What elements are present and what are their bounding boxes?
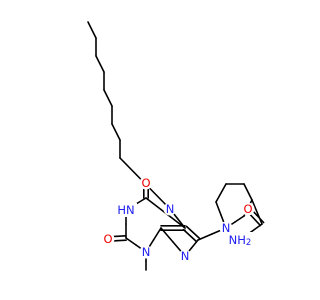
bond-c2-n3-a — [125, 237, 137, 246]
bond-a5-a6 — [103, 89, 113, 107]
atom-n7: N — [163, 202, 177, 216]
atom-o-left: O — [101, 232, 115, 246]
bond-c8-n9-a — [190, 239, 199, 249]
svg-text:N: N — [142, 245, 151, 259]
bond-cam-nam-a — [250, 223, 263, 233]
atom-n1-hn: HN — [116, 203, 137, 217]
bond-c2-o2-a — [116, 239, 127, 242]
bond-p6-np-a — [215, 201, 222, 216]
atom-o-top: O — [139, 176, 153, 190]
bond-c2-o2-a — [116, 235, 127, 238]
bond-p5-p6 — [215, 183, 227, 203]
bond-a7-a8 — [111, 123, 121, 141]
bond-a3-a4 — [95, 55, 105, 73]
svg-text:N: N — [222, 221, 231, 235]
svg-text:N: N — [181, 249, 190, 263]
svg-text:O: O — [103, 232, 112, 246]
bond-a1-a2 — [87, 21, 97, 39]
atom-n9: N — [178, 249, 192, 263]
bond-p3-p4 — [243, 183, 253, 201]
bond-cam-oam-a — [255, 214, 265, 224]
bond-c6-n1-a — [135, 197, 147, 205]
bond-np-p2-b — [234, 215, 245, 223]
bond-cam-oam-a — [252, 217, 262, 227]
bond-c5-c8 — [182, 228, 198, 243]
svg-text:O: O — [243, 202, 252, 216]
atom-nh2: NH2 — [229, 232, 253, 248]
bond-c5-c8 — [185, 225, 201, 240]
svg-text:HN: HN — [117, 203, 134, 217]
svg-text:O: O — [141, 176, 150, 190]
bond-c8-np-a — [197, 233, 213, 241]
svg-text:NH2: NH2 — [229, 233, 252, 248]
atom-label-layer: O N HN N N O NH2 O — [101, 176, 255, 263]
atom-n3: N — [139, 245, 153, 259]
molecule-diagram: O N HN N N O NH2 O — [87, 21, 265, 271]
atom-n-piperidine: N — [219, 221, 233, 235]
svg-text:N: N — [166, 202, 175, 216]
atom-o-amide: O — [241, 202, 255, 216]
bond-n3-c4-b — [152, 227, 162, 241]
